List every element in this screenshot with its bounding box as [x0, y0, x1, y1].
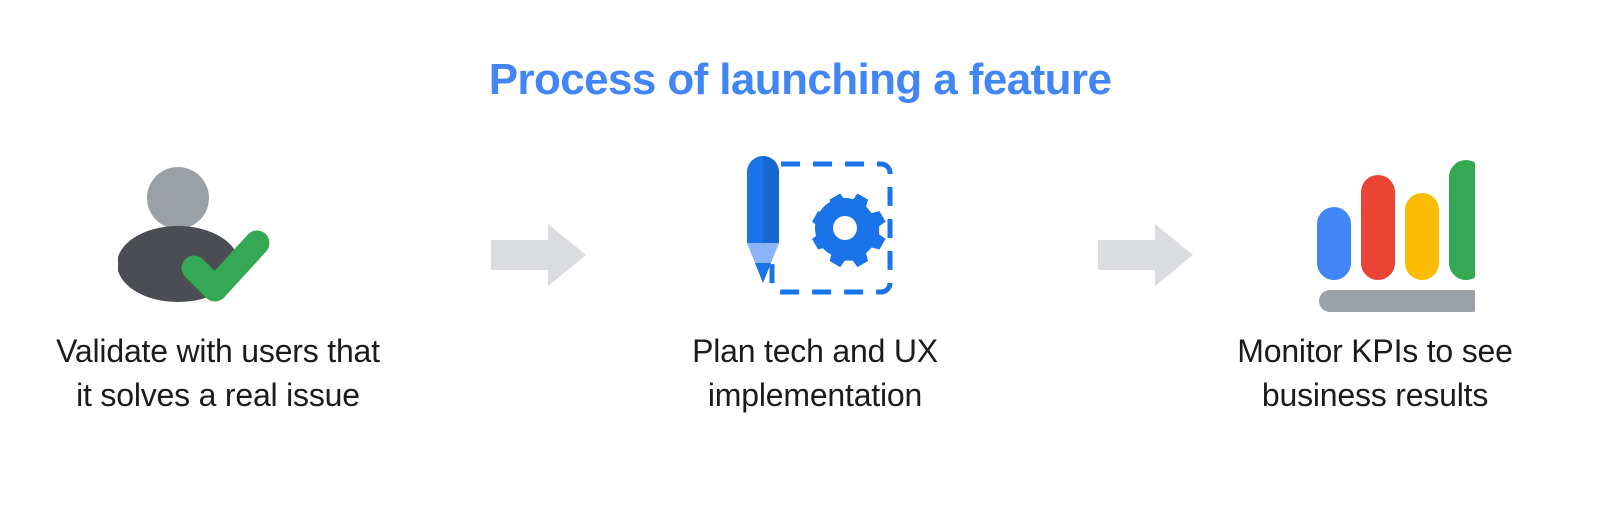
- chart-baseline: [1319, 290, 1475, 312]
- user-check-icon: [118, 167, 270, 302]
- check-mark-icon: [181, 230, 270, 302]
- bar-chart-icon: [1317, 160, 1475, 312]
- pen-gear-design-icon: [747, 156, 893, 295]
- step-plan-caption: Plan tech and UX implementation: [600, 329, 1030, 417]
- step-monitor: Monitor KPIs to see business results: [1160, 150, 1590, 417]
- pen-body-highlight-shape: [763, 156, 779, 243]
- step-validate-icon-wrap: [3, 150, 433, 325]
- user-head-shape: [147, 167, 209, 229]
- arrow-right-icon: [1098, 224, 1193, 286]
- step-monitor-icon-wrap: [1160, 150, 1590, 325]
- caption-line-1: Monitor KPIs to see: [1237, 333, 1513, 369]
- connector-arrow-1: [491, 224, 586, 286]
- bar-3-yellow: [1405, 193, 1439, 280]
- caption-line-2: implementation: [707, 377, 923, 413]
- caption-line-1: Plan tech and UX: [692, 333, 938, 369]
- arrow-right-shape: [491, 224, 586, 286]
- step-plan-icon-wrap: [600, 150, 1030, 325]
- bar-2-red: [1361, 175, 1395, 280]
- dashed-frame-shape: [769, 161, 893, 295]
- caption-line-1: Validate with users that: [56, 333, 380, 369]
- caption-line-2: it solves a real issue: [76, 377, 360, 413]
- arrow-right-icon: [491, 224, 586, 286]
- step-plan: Plan tech and UX implementation: [600, 150, 1030, 417]
- bar-1-blue: [1317, 207, 1351, 280]
- pen-tip-shape: [755, 263, 771, 283]
- page-title: Process of launching a feature: [488, 55, 1112, 104]
- caption-line-2: business results: [1261, 377, 1489, 413]
- connector-arrow-2: [1098, 224, 1193, 286]
- gear-icon: [812, 193, 886, 268]
- step-validate: Validate with users that it solves a rea…: [3, 150, 433, 417]
- bar-4-green: [1449, 160, 1475, 280]
- step-validate-caption: Validate with users that it solves a rea…: [3, 329, 433, 417]
- step-monitor-caption: Monitor KPIs to see business results: [1160, 329, 1590, 417]
- arrow-right-shape: [1098, 224, 1193, 286]
